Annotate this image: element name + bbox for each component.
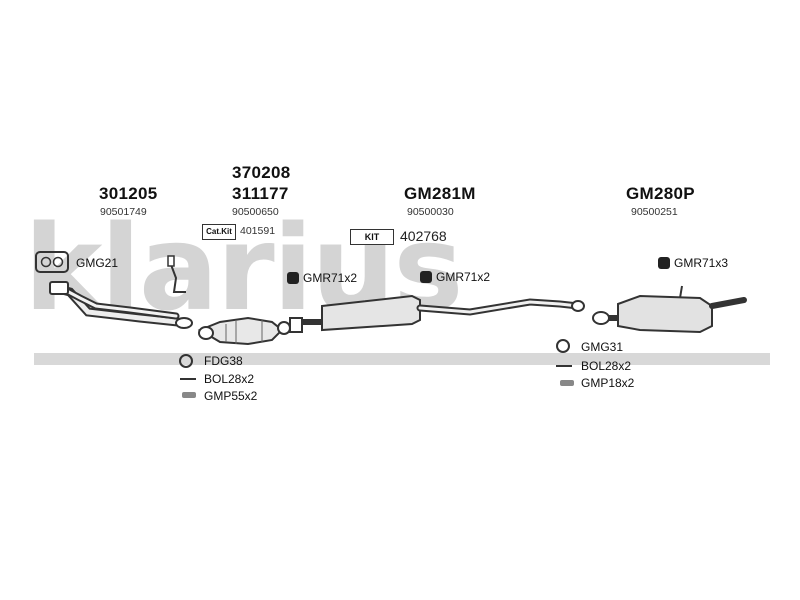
- catalyst-drawing: [197, 316, 291, 346]
- front-pipe-part-number: 301205: [99, 184, 158, 203]
- rear-oem-number: 90500251: [631, 206, 678, 218]
- front-pipe-drawing: [49, 281, 193, 329]
- kit-number: 402768: [400, 228, 447, 244]
- rubber-mount-gmr71-label: GMR71x2: [303, 271, 358, 285]
- rubber-mount-gmr71-label: GMR71x2: [436, 270, 491, 284]
- cat-kit-label-box: Cat.Kit: [202, 224, 236, 240]
- cat-kit-number: 401591: [240, 225, 276, 237]
- gmp55-clamp-drawing: [182, 392, 196, 398]
- bol28x2-label: BOL28x2: [581, 359, 632, 373]
- middle-part-number: GM281M: [404, 184, 476, 203]
- middle-oem-number: 90500030: [407, 206, 454, 218]
- rubber-mount-icon: [287, 272, 299, 284]
- catalyst-part-number-top: 370208: [232, 163, 291, 182]
- bol28x2-label: BOL28x2: [204, 372, 255, 386]
- fdg38-ring-drawing: [179, 354, 193, 368]
- gasket-gmg21-label: GMG21: [76, 256, 119, 270]
- gmp55x2-label: GMP55x2: [204, 389, 258, 403]
- gmg31-ring-drawing: [556, 339, 570, 353]
- gmp18x2-label: GMP18x2: [581, 376, 635, 390]
- catalyst-part-number: 311177: [232, 184, 289, 203]
- middle-silencer-drawing: [289, 294, 585, 333]
- rear-part-number: GM280P: [626, 184, 695, 203]
- rear-silencer-drawing: [592, 285, 747, 334]
- fdg38-label: FDG38: [204, 354, 243, 368]
- rubber-mount-icon: [658, 257, 670, 269]
- kit-label-box: KIT: [350, 229, 394, 245]
- gmp18-clamp-drawing: [560, 380, 574, 386]
- gasket-gmg21-drawing: [35, 251, 69, 273]
- gmg31-label: GMG31: [581, 340, 624, 354]
- front-pipe-oem-number: 90501749: [100, 206, 147, 218]
- rubber-mount-gmr71x3-label: GMR71x3: [674, 256, 729, 270]
- catalyst-oem-number: 90500650: [232, 206, 279, 218]
- lambda-sensor-drawing: [167, 255, 186, 293]
- rubber-mount-icon: [420, 271, 432, 283]
- watermark-bar: [34, 353, 770, 365]
